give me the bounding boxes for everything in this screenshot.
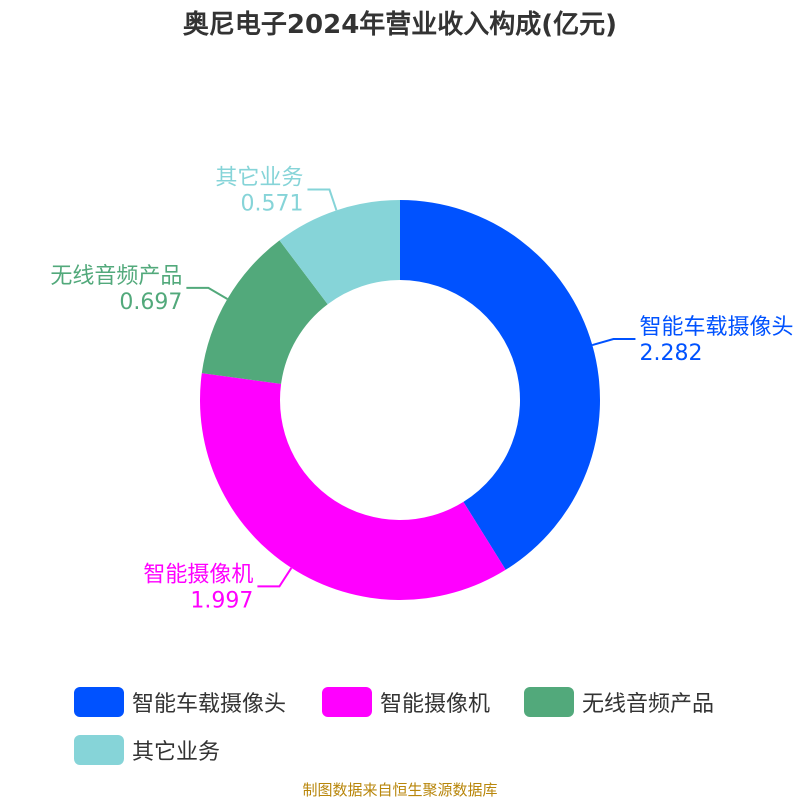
slice-car-camera[interactable] bbox=[400, 200, 601, 570]
legend-label: 其它业务 bbox=[132, 740, 221, 765]
legend-item-other[interactable]: 其它业务 bbox=[74, 734, 220, 766]
legend-item-smart-camera[interactable]: 智能摄像机 bbox=[322, 686, 490, 718]
slice-label-other: 其它业务 bbox=[215, 166, 303, 191]
slice-value-smart-camera: 1.997 bbox=[190, 588, 253, 613]
slice-smart-camera[interactable] bbox=[200, 373, 506, 600]
legend-item-car-camera[interactable]: 智能车载摄像头 bbox=[74, 686, 286, 718]
slice-value-other: 0.571 bbox=[240, 192, 303, 217]
chart-title: 奥尼电子2024年营业收入构成(亿元) bbox=[182, 10, 618, 40]
slice-label-wireless-audio: 无线音频产品 bbox=[50, 264, 182, 289]
legend-swatch bbox=[74, 735, 124, 765]
legend-label: 智能车载摄像头 bbox=[132, 692, 287, 717]
slice-value-wireless-audio: 0.697 bbox=[119, 290, 182, 315]
slices-group bbox=[200, 200, 601, 600]
legend-swatch bbox=[322, 687, 372, 717]
slice-label-car-camera: 智能车载摄像头 bbox=[639, 315, 793, 340]
legend-label: 无线音频产品 bbox=[582, 692, 715, 717]
slice-other[interactable] bbox=[279, 200, 400, 305]
legend-item-wireless-audio[interactable]: 无线音频产品 bbox=[524, 686, 714, 718]
legend-swatch bbox=[74, 687, 124, 717]
slice-label-smart-camera: 智能摄像机 bbox=[143, 562, 253, 587]
leader-line-wireless-audio bbox=[186, 286, 228, 300]
legend-label: 智能摄像机 bbox=[380, 692, 491, 717]
leader-line-car-camera bbox=[592, 337, 636, 347]
legend-swatch bbox=[524, 687, 574, 717]
source-note: 制图数据来自恒生聚源数据库 bbox=[302, 781, 498, 799]
slice-value-car-camera: 2.282 bbox=[639, 341, 702, 366]
leader-line-other bbox=[307, 188, 338, 211]
slice-wireless-audio[interactable] bbox=[201, 240, 328, 384]
leader-line-smart-camera bbox=[257, 567, 293, 588]
leader-lines-group bbox=[186, 188, 636, 588]
